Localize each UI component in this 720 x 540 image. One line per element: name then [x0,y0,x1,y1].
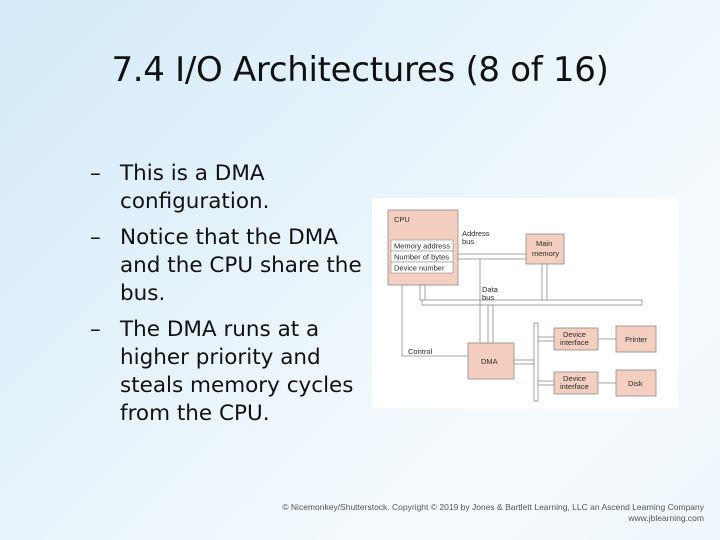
copyright-text: © Nicemonkey/Shutterstock. Copyright © 2… [282,502,704,512]
memory-data-link [541,263,548,301]
register-box [390,261,454,274]
bullet-marker: – [90,161,101,186]
cpu-data-link [419,284,426,301]
dma-device-link [513,359,535,365]
device-interface-label: Device [563,330,586,339]
address-bus [457,253,527,260]
bullet-list: – This is a DMA configuration. – Notice … [90,160,370,436]
memory-address-label: Memory address [394,242,450,251]
main-memory-box [525,233,565,265]
bullet-marker: – [90,317,101,342]
interface-link [537,380,555,386]
control-label: Control [408,347,433,356]
cpu-label: CPU [394,215,410,224]
copyright-footer: © Nicemonkey/Shutterstock. Copyright © 2… [282,502,704,524]
printer-label: Printer [625,335,648,344]
control-line [401,285,468,357]
main-memory-label: Main [536,239,552,248]
device-interface-label: Device [563,374,586,383]
device-interface-label: interface [560,338,589,347]
main-memory-label: memory [532,249,559,258]
printer-box [615,325,657,353]
bullet-item: – This is a DMA configuration. [90,160,370,216]
data-bus-horizontal [421,299,643,306]
dma-data-link [487,304,494,344]
bullet-text: The DMA runs at a higher priority and st… [120,317,354,426]
data-bus-label: Data [482,285,499,294]
diagram-svg: CPU Memory address Number of bytes Devic… [387,209,657,402]
address-bus-label: bus [462,237,474,246]
dma-label: DMA [481,357,498,366]
bullet-marker: – [90,225,101,250]
bullet-text: This is a DMA configuration. [120,161,270,214]
device-bus [533,322,539,402]
bullet-text: Notice that the DMA and the CPU share th… [120,225,362,306]
disk-box [615,369,657,397]
address-bus-label: Address [462,229,490,238]
bullet-item: – The DMA runs at a higher priority and … [90,316,370,428]
bullet-item: – Notice that the DMA and the CPU share … [90,224,370,308]
device-number-label: Device number [394,264,445,273]
number-of-bytes-label: Number of bytes [394,253,449,262]
disk-label: Disk [628,379,643,388]
website-text: www.jblearning.com [628,513,704,523]
interface-link [537,336,555,342]
data-bus-label: bus [482,293,494,302]
slide-title: 7.4 I/O Architectures (8 of 16) [111,50,609,90]
dma-configuration-diagram: CPU Memory address Number of bytes Devic… [372,198,678,408]
device-interface-label: interface [560,382,589,391]
